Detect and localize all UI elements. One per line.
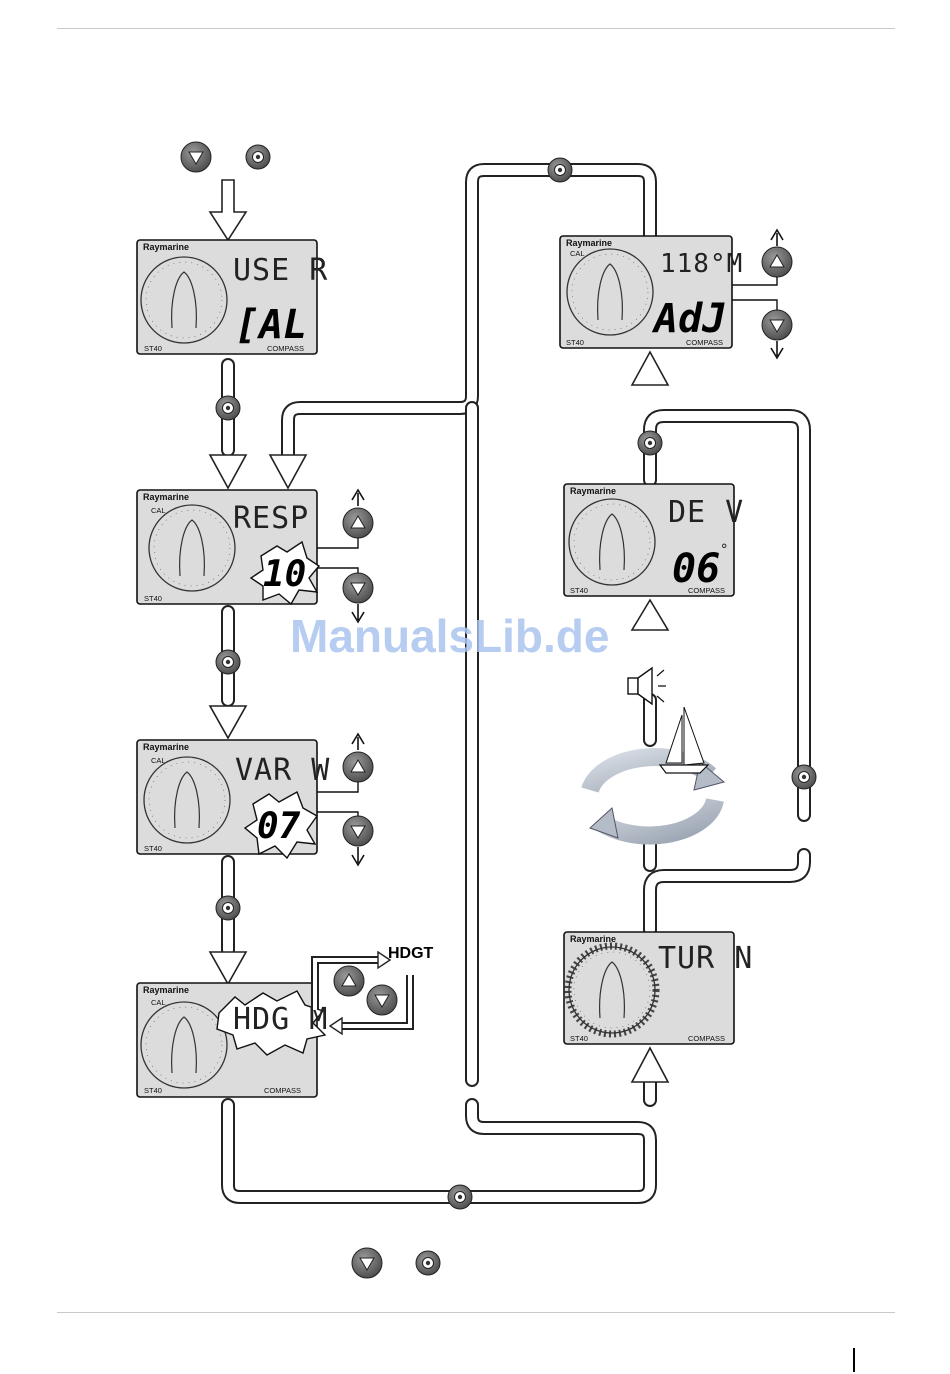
arrow-down-4 — [210, 706, 246, 738]
hdgt-label: HDGT — [388, 945, 434, 962]
instrument-label: COMPASS — [264, 1086, 301, 1095]
sailboat-icon — [660, 707, 708, 773]
end-down-button-icon — [352, 1248, 382, 1278]
disp-dot-icon — [448, 1185, 472, 1209]
hdgm-up-button-icon — [334, 966, 364, 996]
lcd-top-text: RESP — [233, 501, 309, 536]
cal-flag: CAL — [151, 506, 166, 515]
instrument-label: COMPASS — [686, 338, 723, 347]
instrument-label: COMPASS — [267, 344, 304, 353]
lcd-top-text: VAR W — [235, 753, 330, 788]
adj-connector-lines — [732, 277, 777, 310]
model-label: ST40 — [144, 1086, 162, 1095]
arrow-up-2 — [632, 600, 668, 630]
lcd-value-text: 10 — [263, 554, 306, 595]
brand-label: Raymarine — [143, 242, 189, 252]
adj-down-button-icon — [762, 310, 792, 340]
arrow-up-3 — [632, 1048, 668, 1082]
lcd-top-text: DE V — [668, 495, 744, 530]
screen-hdgm: Raymarine CAL HDG M ST40 COMPASS — [137, 983, 328, 1097]
model-label: ST40 — [570, 1034, 588, 1043]
arrow-down-1 — [210, 180, 246, 240]
lcd-top-text: 118°M — [660, 249, 743, 279]
screen-resp: Raymarine CAL RESP 10 ST40 — [137, 490, 319, 604]
model-label: ST40 — [144, 594, 162, 603]
start-disp-button-icon — [246, 145, 270, 169]
arrow-down-2 — [210, 455, 246, 488]
screen-adj: Raymarine CAL 118°M AdJ ST40 COMPASS — [560, 236, 743, 348]
brand-label: Raymarine — [143, 492, 189, 502]
arrow-up-1 — [632, 352, 668, 385]
arrow-down-5 — [210, 952, 246, 984]
instrument-label: COMPASS — [688, 1034, 725, 1043]
disp-dot-icon — [548, 158, 572, 182]
screen-dev: Raymarine DE V 06 ° ST40 COMPASS — [564, 484, 744, 596]
screen-turn: Raymarine TUR N ST40 COMPASS — [564, 932, 753, 1044]
model-label: ST40 — [144, 844, 162, 853]
brand-label: Raymarine — [570, 934, 616, 944]
resp-connector-lines — [317, 538, 358, 573]
disp-dot-icon — [792, 765, 816, 789]
brand-label: Raymarine — [143, 985, 189, 995]
cal-flag: CAL — [151, 998, 166, 1007]
increase-arrow-icon — [352, 734, 364, 750]
lcd-value-text: 07 — [257, 806, 301, 847]
lcd-bottom-text: AdJ — [651, 296, 726, 342]
screen-varw: Raymarine CAL VAR W 07 ST40 — [137, 740, 330, 858]
speaker-icon — [628, 668, 666, 704]
increase-arrow-icon — [352, 490, 364, 506]
lcd-bottom-text: [AL — [235, 302, 307, 348]
brand-label: Raymarine — [570, 486, 616, 496]
hdgm-down-button-icon — [367, 985, 397, 1015]
cal-flag: CAL — [570, 249, 585, 258]
watermark-text: ManualsLib.de — [290, 610, 609, 662]
start-down-button-icon — [181, 142, 211, 172]
disp-dot-icon — [216, 650, 240, 674]
increase-arrow-icon — [771, 230, 783, 246]
model-label: ST40 — [566, 338, 584, 347]
brand-label: Raymarine — [143, 742, 189, 752]
adj-up-button-icon — [762, 247, 792, 277]
varw-down-button-icon — [343, 816, 373, 846]
brand-label: Raymarine — [566, 238, 612, 248]
model-label: ST40 — [570, 586, 588, 595]
resp-up-button-icon — [343, 508, 373, 538]
lcd-top-text: TUR N — [658, 941, 753, 976]
model-label: ST40 — [144, 344, 162, 353]
degree-unit: ° — [720, 542, 729, 558]
screen-user-cal: Raymarine USE R [AL ST40 COMPASS — [137, 240, 328, 354]
disp-dot-icon — [216, 896, 240, 920]
instrument-label: COMPASS — [688, 586, 725, 595]
resp-down-button-icon — [343, 573, 373, 603]
lcd-top-text: USE R — [233, 253, 328, 288]
decrease-arrow-icon — [352, 847, 364, 865]
varw-up-button-icon — [343, 752, 373, 782]
decrease-arrow-icon — [771, 341, 783, 358]
disp-dot-icon — [216, 396, 240, 420]
end-disp-button-icon — [416, 1251, 440, 1275]
arrow-down-3 — [270, 455, 306, 488]
disp-dot-icon — [638, 431, 662, 455]
